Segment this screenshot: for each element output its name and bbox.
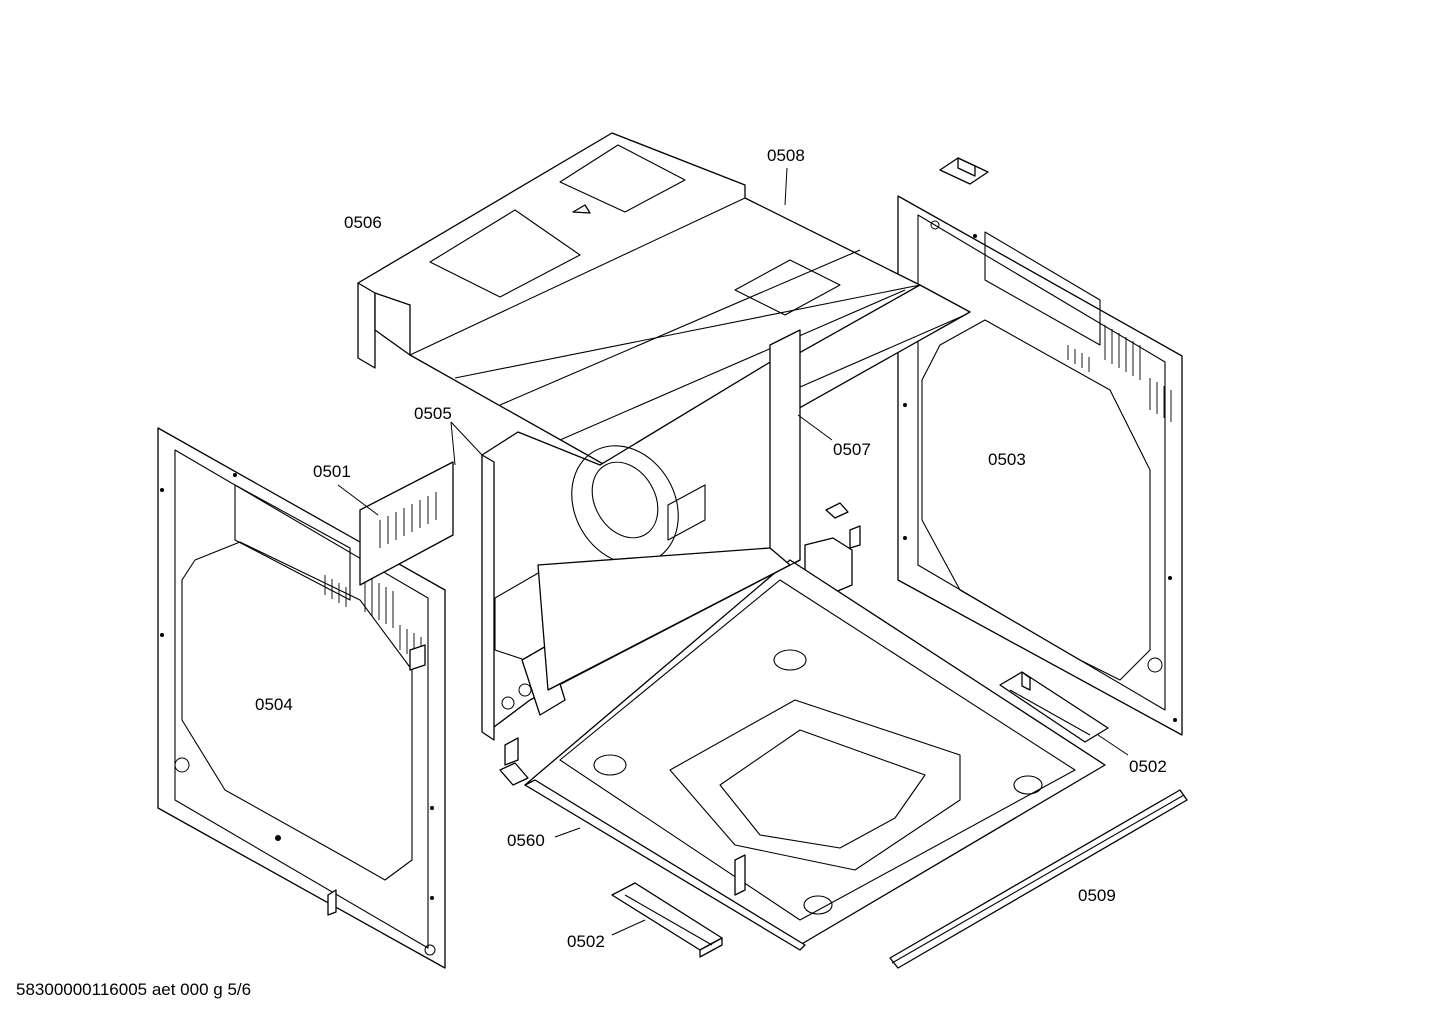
- label-0502-bottom: 0502: [567, 932, 605, 951]
- label-0503: 0503: [988, 450, 1026, 469]
- part-0503-right-side-panel: [897, 195, 1183, 736]
- part-0502-hinge-bracket-bottom: [611, 882, 723, 958]
- label-0505: 0505: [414, 404, 452, 423]
- label-0560: 0560: [507, 831, 545, 850]
- label-0507: 0507: [833, 440, 871, 459]
- part-0501-vent-plate: [359, 461, 454, 586]
- part-0502-hinge-bracket-right: [999, 671, 1109, 743]
- part-0509-front-strip: [889, 789, 1188, 969]
- drawing-reference-footer: 58300000116005 aet 000 g 5/6: [16, 980, 252, 999]
- leader-lines: [337, 167, 1129, 936]
- label-0501: 0501: [313, 462, 351, 481]
- label-0504: 0504: [255, 695, 293, 714]
- clip-bracket-top-right: [939, 157, 989, 185]
- vent-plate-slots: [379, 492, 437, 548]
- label-0506: 0506: [344, 213, 382, 232]
- vent-slots-right-panel: [1067, 325, 1172, 422]
- label-0502-right: 0502: [1129, 757, 1167, 776]
- callout-labels: 0506 0508 0505 0501 0507 0503 0504 0502 …: [255, 146, 1167, 951]
- part-0560-floor-panel: [499, 547, 1106, 951]
- label-0509: 0509: [1078, 886, 1116, 905]
- label-0508: 0508: [767, 146, 805, 165]
